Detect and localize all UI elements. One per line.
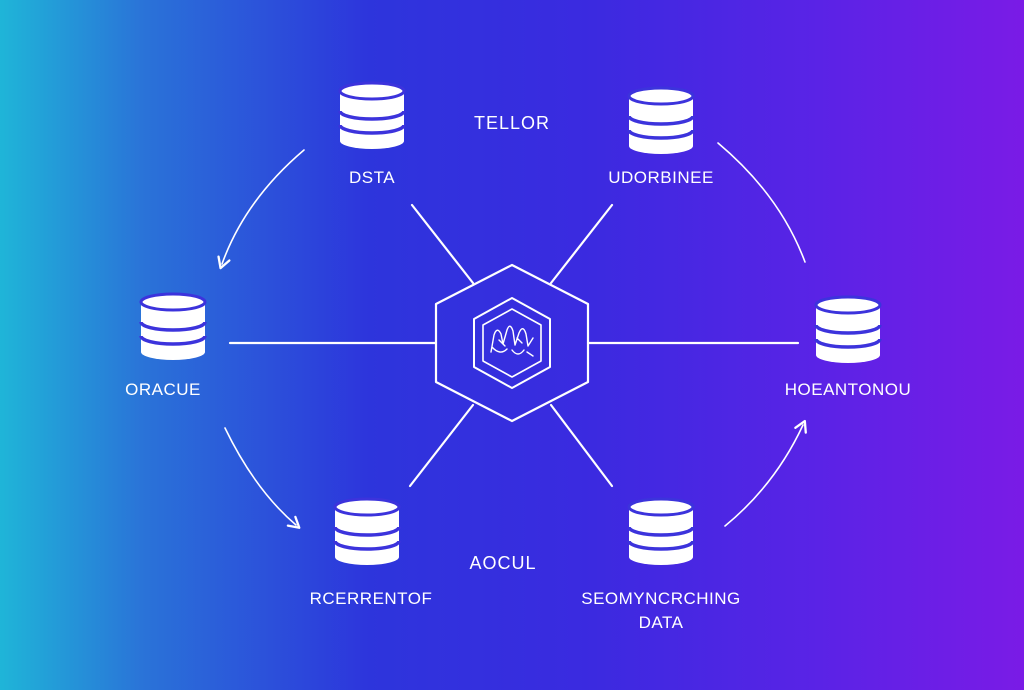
node-label-left: ORACUE [125,380,201,399]
node-label-bottom-right-line1: SEOMYNCRCHING [581,589,741,608]
arrow-bottom-left [224,427,301,529]
node-label-bottom-left: RCERRENTOF [309,589,433,608]
spoke-top-left [410,203,475,285]
database-icon[interactable] [333,497,401,565]
node-label-bottom-right-line2: DATA [638,613,684,632]
hexagon-hub-icon [473,297,551,389]
node-label-right: HOEANTONOU [784,380,912,399]
database-nodes [139,81,882,565]
database-icon[interactable] [627,497,695,565]
title-top: TELLOR [473,113,551,133]
arrow-bottom-right [724,419,807,527]
spoke-bottom-left [408,403,475,488]
hub-outer-hexagon [434,263,590,423]
flow-arrows [217,142,807,529]
database-icon[interactable] [627,86,695,154]
spoke-top-right [549,203,614,285]
database-icon[interactable] [338,81,406,149]
database-icon[interactable] [814,295,882,363]
title-bottom: AOCUL [469,553,537,573]
database-icon[interactable] [139,292,207,360]
node-label-top-right: UDORBINEE [608,168,714,187]
spoke-bottom-right [549,403,614,488]
node-label-top-left: DSTA [348,168,396,187]
arrow-top-right [717,142,806,263]
arrow-top-left [217,149,305,270]
hub-node[interactable] [434,263,590,423]
spoke-lines [228,203,800,488]
